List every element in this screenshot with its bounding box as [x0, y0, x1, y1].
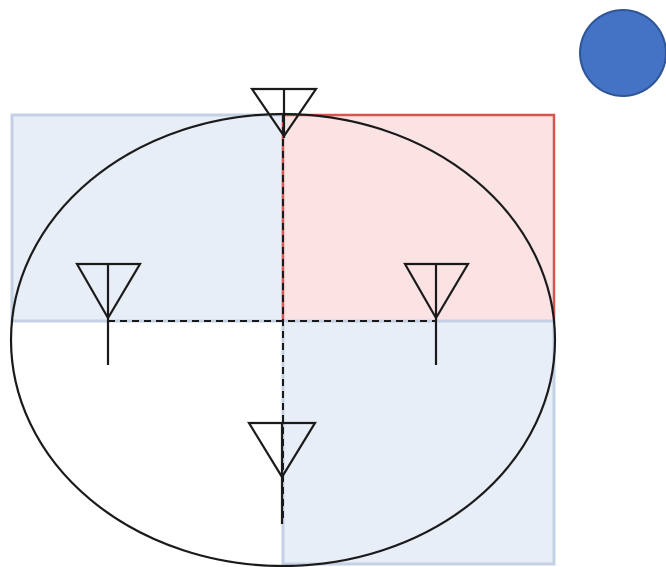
quadrant-bottom-right	[281, 319, 556, 566]
quadrant-top-left	[10, 113, 285, 323]
marker-dot	[579, 9, 666, 97]
antenna-icon	[403, 262, 470, 365]
antenna-icon	[247, 421, 317, 524]
antenna-icon	[75, 262, 142, 365]
antenna-icon	[249, 87, 319, 138]
